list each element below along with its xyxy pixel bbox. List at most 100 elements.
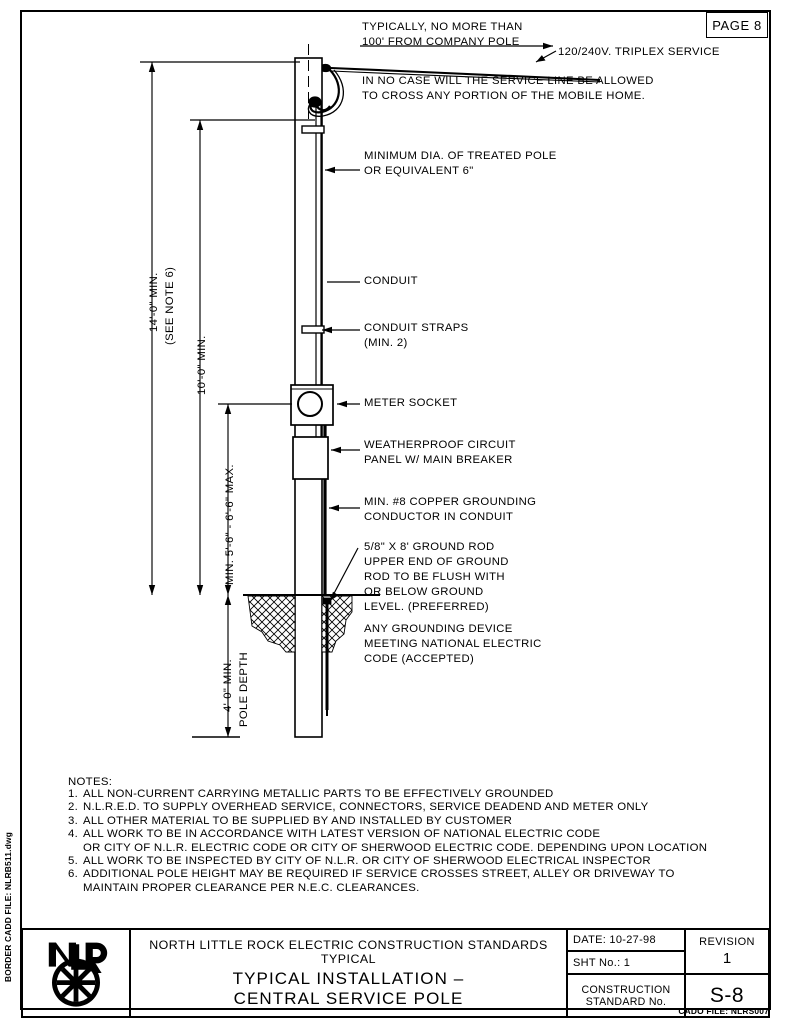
date-field: DATE: 10-27-98 [568, 930, 684, 952]
note-item: 5. ALL WORK TO BE INSPECTED BY CITY OF N.… [68, 855, 768, 868]
callout-meter-socket: METER SOCKET [364, 397, 458, 409]
date-revision-row: DATE: 10-27-98 SHT No.: 1 REVISION 1 [568, 930, 768, 975]
dim-label-overall-height-line1: 14'-0" MIN. [148, 272, 160, 332]
dim-label-pole-depth-line2: POLE DEPTH [238, 651, 250, 727]
callout-ground-device-line1: ANY GROUNDING DEVICE [364, 623, 513, 635]
title-block: NORTH LITTLE ROCK ELECTRIC CONSTRUCTION … [21, 928, 770, 1018]
callout-pole-dia-line1: MINIMUM DIA. OF TREATED POLE [364, 150, 557, 162]
note-number: 1. [68, 788, 78, 800]
callout-ground-rod-line3: ROD TO BE FLUSH WITH [364, 571, 505, 583]
standard-label-line2: STANDARD No. [585, 995, 667, 1008]
leader-meter-socket [337, 400, 360, 408]
callout-warning-line2: TO CROSS ANY PORTION OF THE MOBILE HOME. [362, 90, 646, 102]
note-continuation: MAINTAIN PROPER CLEARANCE PER N.E.C. CLE… [83, 881, 420, 894]
page-number-label: PAGE 8 [712, 17, 762, 33]
logo-cell [23, 930, 131, 1016]
callout-straps-line2: (MIN. 2) [364, 337, 408, 349]
callout-ground-device-line2: MEETING NATIONAL ELECTRIC [364, 638, 542, 650]
notes-heading: NOTES: [68, 776, 113, 788]
standard-value-group: S-8 [686, 975, 768, 1016]
conduit-strap-upper [301, 125, 325, 134]
pole-buried-section [294, 594, 323, 738]
standard-label: CONSTRUCTION STANDARD No. [568, 975, 684, 1016]
note-text: ALL NON-CURRENT CARRYING METALLIC PARTS … [83, 788, 554, 800]
leader-ground-rod [329, 547, 359, 602]
notes-block: NOTES: 1. ALL NON-CURRENT CARRYING METALL… [68, 776, 768, 895]
callout-ground-rod-line4: OR BELOW GROUND [364, 586, 484, 598]
page-number-box: PAGE 8 [706, 12, 768, 38]
triplex-service-drop [307, 66, 601, 117]
callout-triplex: 120/240V. TRIPLEX SERVICE [558, 46, 720, 58]
ground-rod [322, 597, 332, 716]
callout-ground-rod-line5: LEVEL. (PREFERRED) [364, 601, 489, 613]
callout-panel-line2: PANEL W/ MAIN BREAKER [364, 454, 513, 466]
note-number: 5. [68, 855, 78, 868]
callout-ground-device-line3: CODE (ACCEPTED) [364, 653, 475, 665]
drawing-title-line1: TYPICAL INSTALLATION – [232, 968, 465, 988]
callout-conduit: CONDUIT [364, 275, 418, 287]
note-text: N.L.R.E.D. TO SUPPLY OVERHEAD SERVICE, C… [83, 801, 649, 814]
note-item: 3.ALL OTHER MATERIAL TO BE SUPPLIED BY A… [68, 815, 768, 828]
leader-panel [331, 446, 360, 454]
standard-number-value: S-8 [709, 983, 745, 1007]
note-text: ALL WORK TO BE IN ACCORDANCE WITH LATEST… [83, 828, 601, 841]
note-item: 4. ALL WORK TO BE IN ACCORDANCE WITH LATE… [68, 828, 768, 841]
callout-pole-dia-line2: OR EQUIVALENT 6" [364, 165, 474, 177]
dim-label-service-height: 10'-0" MIN. [196, 335, 208, 395]
note-text: ALL OTHER MATERIAL TO BE SUPPLIED BY AND… [83, 814, 513, 827]
weatherproof-panel [292, 436, 329, 480]
standard-row: CONSTRUCTION STANDARD No. S-8 [568, 975, 768, 1016]
note-text: ADDITIONAL POLE HEIGHT MAY BE REQUIRED I… [83, 868, 675, 881]
note-item: 1. ALL NON-CURRENT CARRYING METALLIC PART… [68, 788, 768, 801]
standard-label-group: CONSTRUCTION STANDARD No. [568, 975, 686, 1016]
conduit-strap-lower [301, 325, 325, 334]
dim-label-overall-height-line2: (SEE NOTE 6) [164, 266, 176, 345]
sheet-number-field: SHT No.: 1 [573, 956, 631, 969]
dim-pole-depth [192, 595, 240, 738]
revision-value: 1 [722, 950, 732, 967]
drawing-border [20, 10, 771, 1010]
deadend-insulator [308, 96, 322, 108]
date-sht-group: DATE: 10-27-98 SHT No.: 1 [568, 930, 686, 973]
standard-label-line1: CONSTRUCTION [581, 983, 671, 996]
leader-grounding-conductor [329, 504, 360, 512]
callout-grounding-conductor-line2: CONDUCTOR IN CONDUIT [364, 511, 514, 523]
callout-panel-line1: WEATHERPROOF CIRCUIT [364, 439, 516, 451]
callout-service-span-line2: 100' FROM COMPANY POLE [362, 36, 520, 48]
callout-service-span-line1: TYPICALLY, NO MORE THAN [362, 21, 523, 33]
leader-triplex [535, 50, 557, 63]
leader-straps [322, 326, 360, 334]
title-meta-cell: DATE: 10-27-98 SHT No.: 1 REVISION 1 CON… [568, 930, 768, 1016]
leader-service-span [360, 42, 553, 50]
dim-meter-height [218, 403, 292, 595]
cado-file-label: CADO FILE: NLRS007 [678, 1006, 769, 1016]
callout-warning-line1: IN NO CASE WILL THE SERVICE LINE BE ALLO… [362, 75, 654, 87]
org-line: NORTH LITTLE ROCK ELECTRIC CONSTRUCTION … [149, 937, 548, 952]
title-text-cell: NORTH LITTLE ROCK ELECTRIC CONSTRUCTION … [131, 930, 568, 1016]
typical-line: TYPICAL [320, 951, 377, 966]
note-item: 6.ADDITIONAL POLE HEIGHT MAY BE REQUIRED… [68, 868, 768, 881]
callout-ground-rod-line2: UPPER END OF GROUND [364, 556, 509, 568]
revision-label: REVISION [699, 936, 755, 948]
notes-list: 1. ALL NON-CURRENT CARRYING METALLIC PART… [68, 788, 768, 895]
callout-straps-line1: CONDUIT STRAPS [364, 322, 469, 334]
revision-group: REVISION 1 [686, 930, 768, 973]
dimension-lines [140, 61, 315, 738]
border-cadd-file-label: BORDER CADD FILE: NLRB511.dwg [3, 831, 13, 982]
note-number: 2. [68, 801, 78, 814]
dim-service-height [190, 119, 315, 595]
note-text: ALL WORK TO BE INSPECTED BY CITY OF N.L.… [83, 855, 651, 868]
callout-grounding-conductor-line1: MIN. #8 COPPER GROUNDING [364, 496, 537, 508]
leader-pole-dia [325, 166, 360, 174]
dim-label-pole-depth-line1: 4'-0" MIN. [222, 659, 234, 712]
nlr-wheel-logo-icon [48, 942, 108, 1007]
leader-lines [322, 42, 557, 602]
meter-socket [290, 384, 334, 426]
dim-overall-height [140, 61, 300, 595]
note-number: 4. [68, 828, 78, 841]
note-item: 2. N.L.R.E.D. TO SUPPLY OVERHEAD SERVICE,… [68, 801, 768, 814]
dim-label-meter-height: MIN. 5'-6" - 6'-6" MAX. [224, 464, 236, 585]
callout-ground-rod-line1: 5/8" X 8' GROUND ROD [364, 541, 495, 553]
